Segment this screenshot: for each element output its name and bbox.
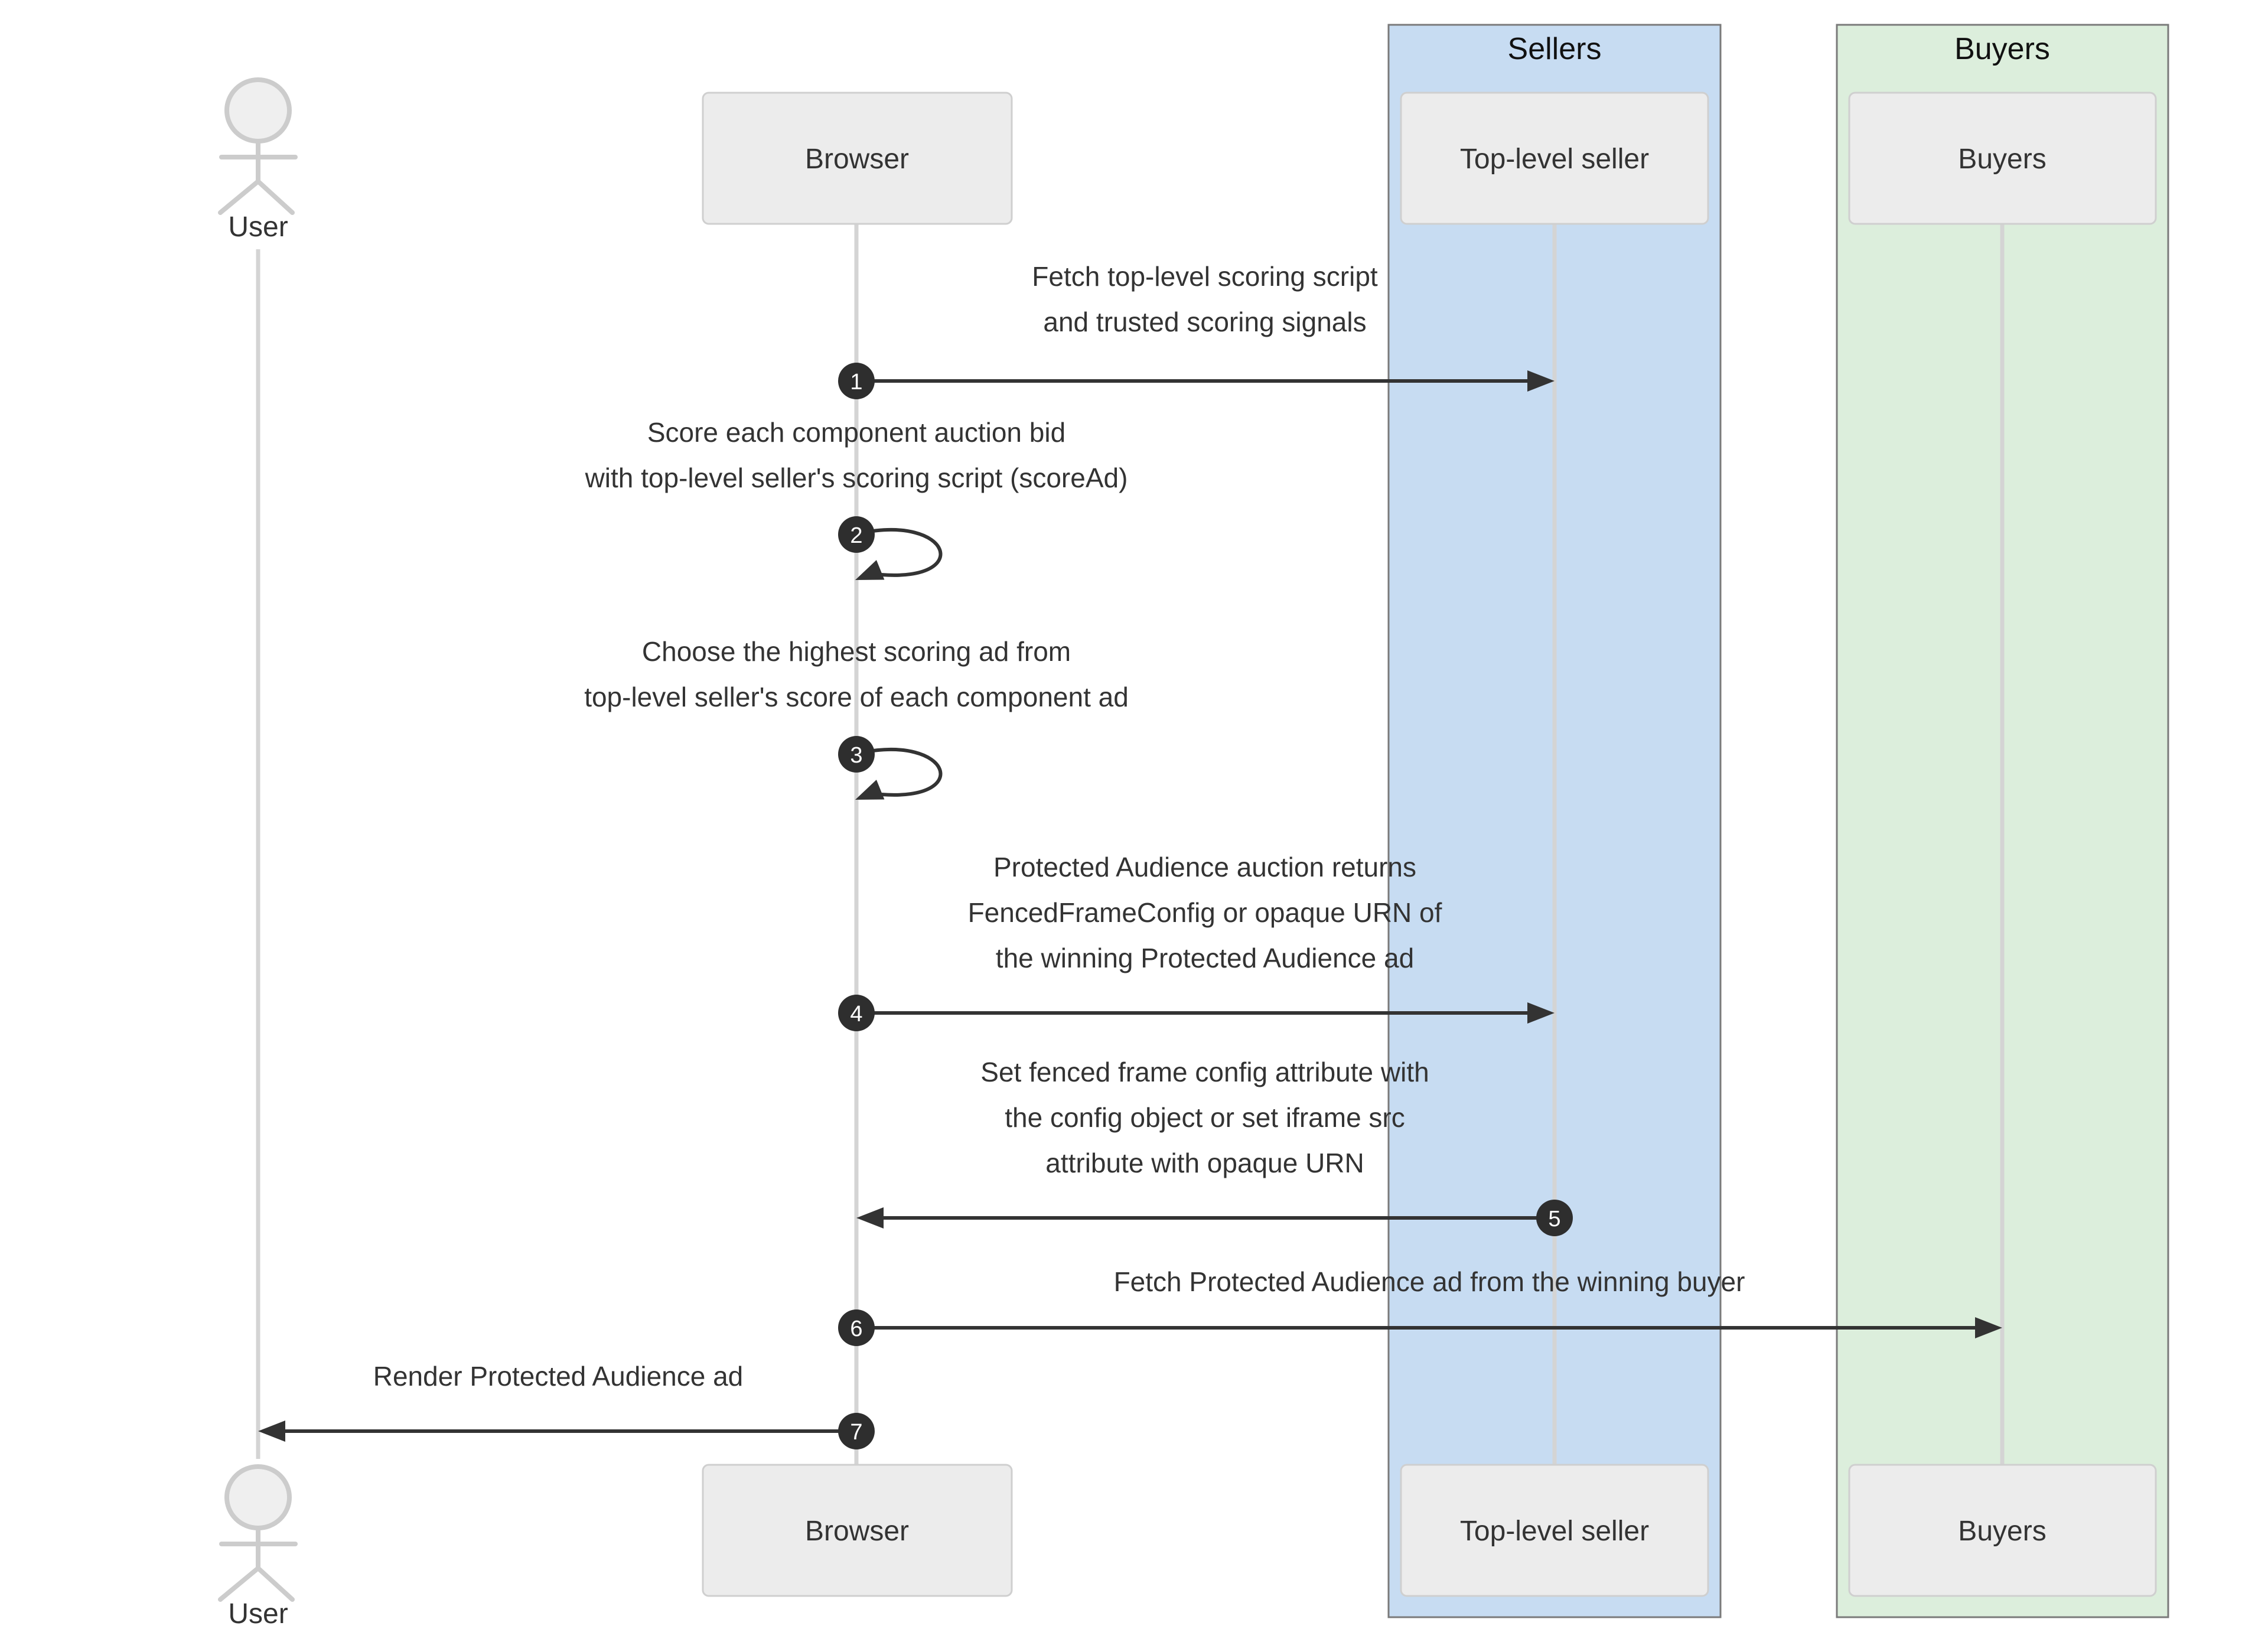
message-5-text-line-1: Set fenced frame config attribute with [980, 1057, 1429, 1087]
message-5-number-badge [1536, 1200, 1573, 1236]
message-2-number: 2 [850, 523, 862, 548]
message-4: Protected Audience auction returns Fence… [838, 852, 1555, 1031]
message-3-number: 3 [850, 743, 862, 768]
participant-buyers-bottom-label: Buyers [1958, 1516, 2046, 1547]
message-5: Set fenced frame config attribute with t… [856, 1057, 1573, 1236]
message-5-arrowhead [856, 1207, 884, 1229]
actor-user-bottom: User [218, 1464, 298, 1630]
message-4-text-line-3: the winning Protected Audience ad [996, 943, 1414, 973]
actor-user-bottom-label: User [228, 1598, 288, 1630]
message-2-self-loop [859, 528, 943, 577]
actor-user-top-label: User [228, 211, 288, 243]
participant-top-level-seller-top-label: Top-level seller [1460, 144, 1649, 175]
message-4-number: 4 [850, 1002, 862, 1027]
message-3-arrowhead [855, 780, 885, 800]
message-2-arrowhead [855, 560, 885, 580]
message-4-arrowhead [1527, 1002, 1555, 1024]
message-6-number: 6 [850, 1317, 862, 1341]
message-4-number-badge [838, 995, 875, 1031]
message-1-text-line-1: Fetch top-level scoring script [1032, 261, 1378, 292]
message-7-number-badge [838, 1413, 875, 1449]
message-2-text-line-1: Score each component auction bid [647, 417, 1065, 448]
participant-browser-top-label: Browser [805, 144, 909, 175]
sellers-band-label: Sellers [1508, 32, 1602, 66]
message-5-text-line-2: the config object or set iframe src [1005, 1102, 1405, 1133]
message-1-number: 1 [850, 370, 862, 395]
participant-browser-top: Browser [702, 92, 1013, 225]
message-3-number-badge [838, 736, 875, 773]
message-7-arrowhead [258, 1421, 285, 1442]
message-3-text-line-2: top-level seller's score of each compone… [584, 682, 1129, 712]
participant-top-level-seller-top: Top-level seller [1400, 92, 1709, 225]
message-2-number-badge [838, 516, 875, 553]
message-1-number-badge [838, 363, 875, 399]
message-5-text-line-3: attribute with opaque URN [1045, 1148, 1364, 1178]
message-1: Fetch top-level scoring script and trust… [838, 261, 1555, 399]
message-7-text-line-1: Render Protected Audience ad [373, 1361, 744, 1392]
user-actor-icon [218, 1464, 298, 1602]
participant-buyers-top: Buyers [1848, 92, 2157, 225]
participant-buyers-top-label: Buyers [1958, 144, 2046, 175]
message-1-text-line-2: and trusted scoring signals [1043, 307, 1366, 337]
message-2-text-line-2: with top-level seller's scoring script (… [585, 462, 1128, 493]
participant-browser-bottom: Browser [702, 1464, 1013, 1597]
participant-browser-bottom-label: Browser [805, 1516, 909, 1547]
message-4-text-line-2: FencedFrameConfig or opaque URN of [968, 897, 1442, 928]
message-1-arrowhead [1527, 370, 1555, 392]
message-7-number: 7 [850, 1420, 862, 1445]
message-6-text-line-1: Fetch Protected Audience ad from the win… [1114, 1266, 1745, 1297]
participant-buyers-bottom: Buyers [1848, 1464, 2157, 1597]
message-6: Fetch Protected Audience ad from the win… [838, 1266, 2002, 1346]
participant-top-level-seller-bottom: Top-level seller [1400, 1464, 1709, 1597]
message-6-arrowhead [1975, 1317, 2002, 1338]
message-4-text-line-1: Protected Audience auction returns [993, 852, 1416, 882]
message-3-self-loop [859, 748, 943, 797]
actor-user-top: User [218, 77, 298, 243]
message-7: Render Protected Audience ad 7 [258, 1361, 875, 1449]
message-6-number-badge [838, 1309, 875, 1346]
message-3-text-line-1: Choose the highest scoring ad from [642, 636, 1071, 667]
buyers-band-label: Buyers [1954, 32, 2050, 66]
participant-top-level-seller-bottom-label: Top-level seller [1460, 1516, 1649, 1547]
message-3: Choose the highest scoring ad from top-l… [584, 636, 1129, 800]
message-2: Score each component auction bid with to… [585, 417, 1128, 580]
message-5-number: 5 [1548, 1207, 1560, 1232]
user-actor-icon [218, 77, 298, 215]
